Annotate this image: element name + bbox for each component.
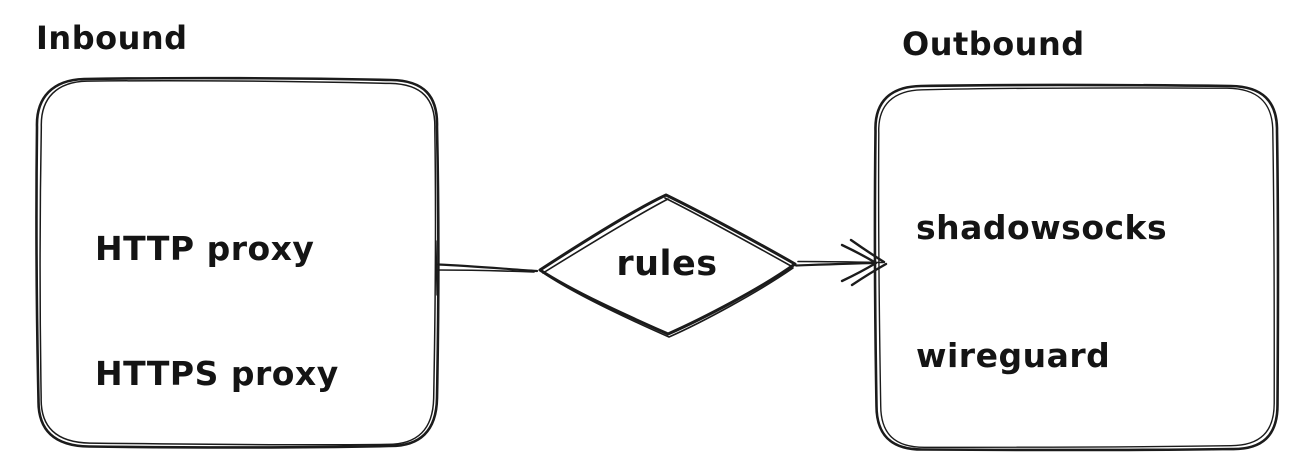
arrow-rules-outbound xyxy=(794,238,888,287)
outbound-list: shadowsocks wireguard vmess socks5 http … xyxy=(916,125,1167,474)
outbound-item: wireguard xyxy=(916,336,1111,375)
inbound-item: HTTPS proxy xyxy=(95,354,339,393)
inbound-box xyxy=(35,76,440,449)
outbound-item: vmess xyxy=(916,459,1167,474)
rules-diamond xyxy=(538,193,797,338)
inbound-title: Inbound xyxy=(36,19,188,57)
arrowhead-icon xyxy=(840,238,888,287)
connector-inbound-rules xyxy=(435,240,539,296)
inbound-item: HTTP proxy xyxy=(95,229,315,268)
outbound-title: Outbound xyxy=(902,25,1085,63)
inbound-list: HTTP proxy HTTPS proxy SOCKS5 proxy TPRO… xyxy=(95,147,366,474)
outbound-item: shadowsocks xyxy=(916,208,1168,247)
rules-diamond-label: rules xyxy=(616,244,718,284)
